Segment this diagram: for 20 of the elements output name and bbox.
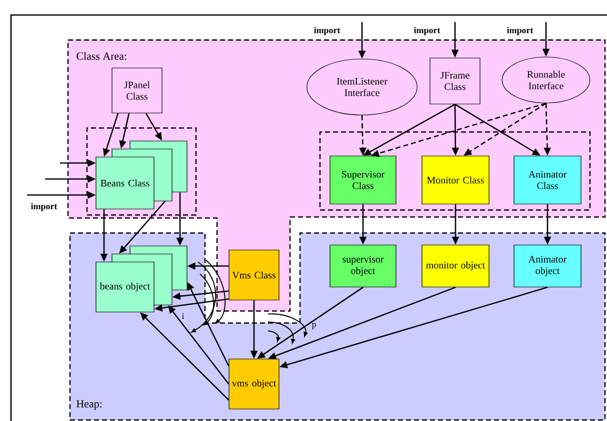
edge-label: import	[312, 26, 342, 36]
class-box: JFrame Class	[430, 58, 480, 104]
object-box: beans object	[96, 262, 154, 312]
class-box: Supervisor Class	[330, 156, 396, 204]
object-box: supervisor object	[330, 244, 396, 288]
class-box: Beans Class	[96, 156, 154, 210]
class-box: Monitor Class	[422, 156, 490, 204]
edge-label: import	[30, 202, 58, 212]
object-box: vms object	[228, 358, 280, 410]
object-box: monitor object	[422, 244, 490, 288]
class-box: Animator Class	[514, 156, 582, 204]
dashed-group-box	[86, 127, 197, 216]
class-box: Vms Class	[228, 250, 280, 300]
arc-label: i	[182, 313, 184, 319]
class-box: JPanel Class	[112, 68, 162, 114]
object-box: Animator object	[514, 244, 582, 288]
edge-label: import	[412, 26, 442, 36]
dashed-group-box	[319, 131, 591, 211]
edge-label: import	[506, 26, 534, 36]
arc-label: p	[312, 322, 316, 330]
